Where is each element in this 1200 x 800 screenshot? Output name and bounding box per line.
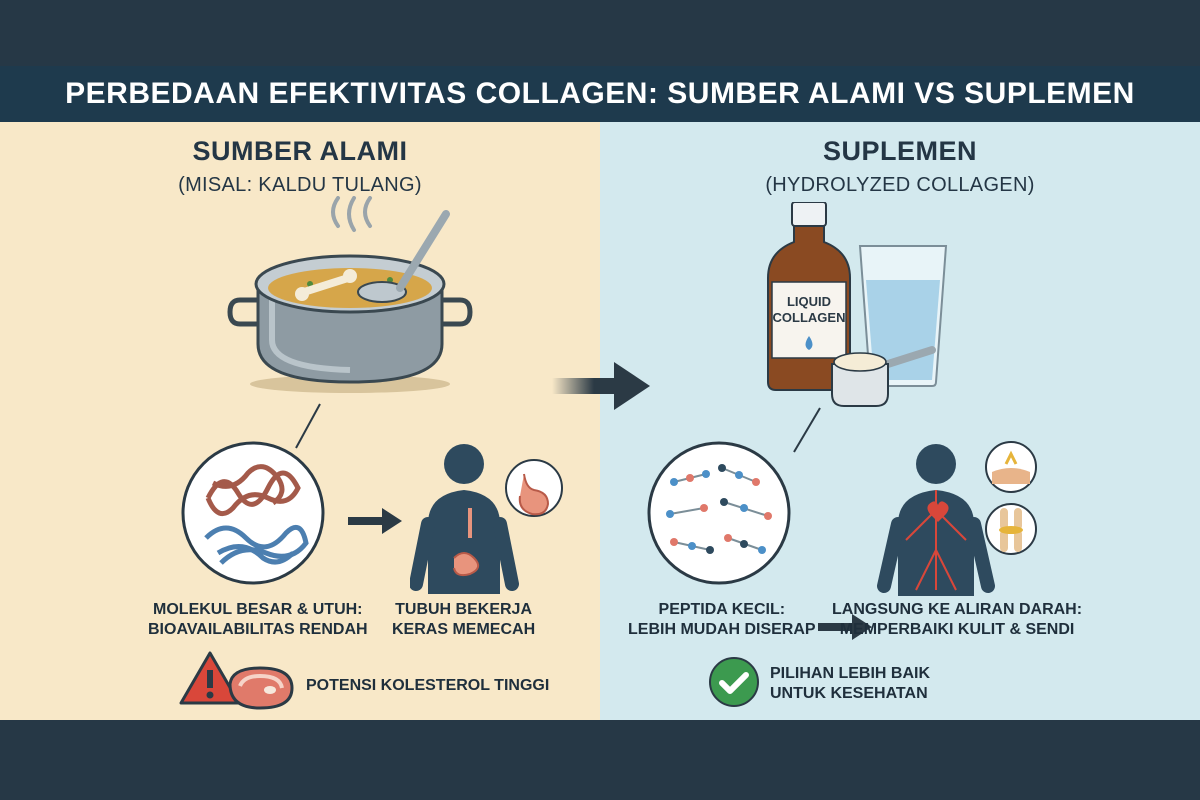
bottle-icon: LIQUID COLLAGEN [764, 202, 854, 392]
bottle-label: LIQUID COLLAGEN [772, 294, 846, 325]
center-arrow-icon [552, 362, 650, 410]
right-caption-body: LANGSUNG KE ALIRAN DARAH: MEMPERBAIKI KU… [832, 601, 1083, 638]
right-subheading: (HYDROLYZED COLLAGEN) [765, 174, 1035, 196]
peptide-chain-icon [647, 441, 791, 585]
left-warning-text: POTENSI KOLESTEROL TINGGI [306, 677, 550, 694]
collagen-fiber-icon [181, 441, 325, 585]
warning-icon [179, 651, 241, 705]
title-bar: PERBEDAAN EFEKTIVITAS COLLAGEN: SUMBER A… [0, 66, 1200, 122]
connector-line-right [793, 407, 821, 453]
blood-vessel-icon [877, 444, 995, 596]
right-benefit-text: PILIHAN LEBIH BAIK UNTUK KESEHATAN [770, 665, 930, 702]
right-panel: SUPLEMEN (HYDROLYZED COLLAGEN) LIQUID CO… [600, 122, 1200, 720]
meat-icon [228, 666, 294, 710]
arrow-right-icon [818, 614, 872, 640]
check-icon [709, 657, 759, 707]
page-title: PERBEDAAN EFEKTIVITAS COLLAGEN: SUMBER A… [65, 77, 1135, 110]
body-digestion-icon [410, 444, 563, 594]
top-band [0, 0, 1200, 66]
left-heading: SUMBER ALAMI [192, 136, 408, 166]
soup-pot-icon [227, 196, 473, 393]
left-caption-body: TUBUH BEKERJA KERAS MEMECAH [392, 601, 536, 638]
bottom-band [0, 720, 1200, 800]
right-caption-molecule: PEPTIDA KECIL: LEBIH MUDAH DISERAP [628, 601, 816, 638]
skin-icon [985, 441, 1037, 493]
left-panel: SUMBER ALAMI (MISAL: KALDU TULANG) [0, 122, 600, 720]
left-subheading: (MISAL: KALDU TULANG) [178, 174, 422, 196]
left-caption-molecule: MOLEKUL BESAR & UTUH: BIOAVAILABILITAS R… [148, 601, 368, 638]
arrow-right-icon [348, 508, 402, 534]
joint-icon [985, 503, 1037, 555]
right-heading: SUPLEMEN [822, 136, 978, 166]
stomach-icon [518, 473, 550, 516]
collagen-scoop-icon [831, 346, 936, 407]
connector-line [295, 403, 321, 449]
